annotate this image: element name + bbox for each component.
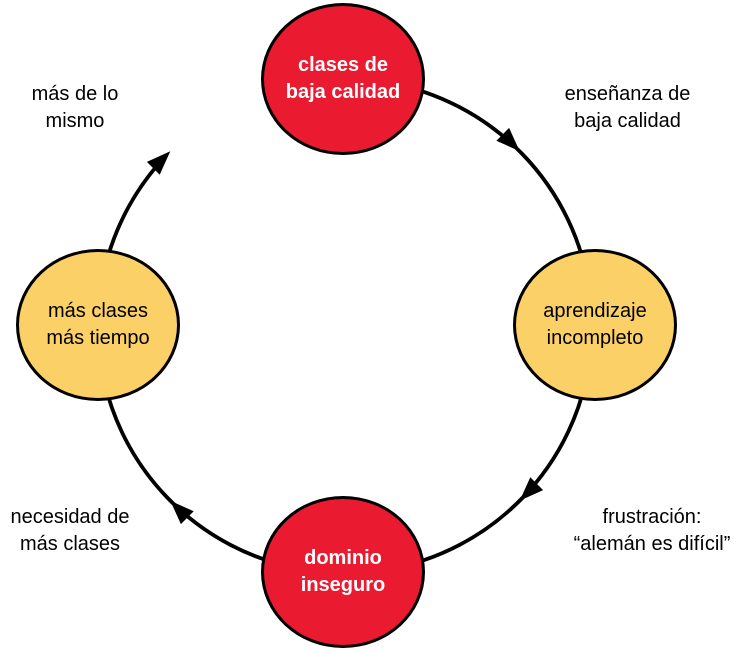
- edge-label-line: más de lo: [31, 83, 119, 105]
- edge-label-frustracion-aleman-es-dificil: frustración: “alemán es difícil”: [562, 504, 738, 558]
- node-label-line: aprendizaje: [543, 300, 647, 322]
- edge-label-mas-de-lo-mismo: más de lo mismo: [5, 81, 145, 135]
- cycle-node-mas-clases-mas-tiempo: más clases más tiempo: [16, 249, 180, 401]
- cycle-node-clases-de-baja-calidad: clases de baja calidad: [261, 3, 425, 155]
- edge-label-line: necesidad de: [10, 506, 130, 528]
- cycle-node-aprendizaje-incompleto: aprendizaje incompleto: [513, 249, 677, 401]
- node-label-line: más tiempo: [46, 327, 150, 349]
- edge-label-line: baja calidad: [574, 110, 681, 132]
- node-label-line: dominio: [304, 547, 382, 569]
- node-label-line: más clases: [47, 300, 149, 322]
- edge-label-line: mismo: [45, 110, 105, 132]
- edge-label-line: enseñanza de: [564, 83, 691, 105]
- arrowhead-bottom-right-icon: [519, 477, 544, 501]
- arrowhead-bottom-left-icon: [170, 500, 194, 525]
- edge-label-ensenanza-de-baja-calidad: enseñanza de baja calidad: [545, 81, 710, 135]
- node-label-line: inseguro: [300, 574, 386, 596]
- arrow-arc-bottom-to-left: [98, 360, 303, 572]
- cycle-node-dominio-inseguro: dominio inseguro: [261, 496, 425, 648]
- node-label-line: baja calidad: [285, 81, 401, 103]
- node-label-line: incompleto: [546, 327, 644, 349]
- arrowhead-top-left-icon: [146, 151, 171, 175]
- edge-label-line: más clases: [19, 533, 121, 555]
- node-label-line: clases de: [297, 54, 389, 76]
- edge-label-line: frustración:: [602, 506, 702, 528]
- arrowhead-top-right-icon: [496, 127, 520, 152]
- edge-label-line: “alemán es difícil”: [573, 533, 731, 555]
- edge-label-necesidad-de-mas-clases: necesidad de más clases: [0, 504, 140, 558]
